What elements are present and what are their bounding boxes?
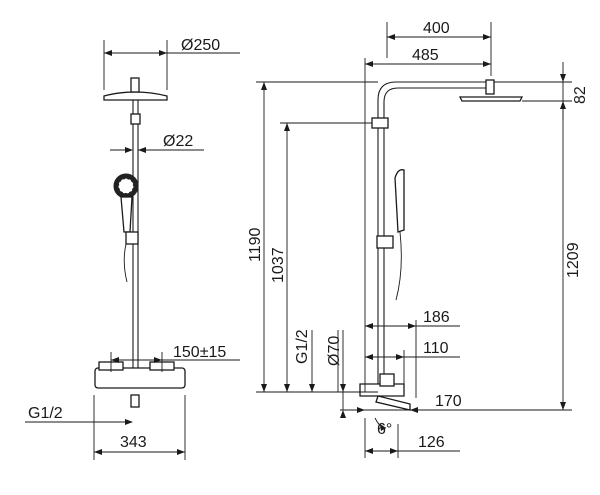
side-wall-diameter-label: Ø70 — [326, 336, 343, 366]
side-projection-110-label: 110 — [423, 340, 449, 357]
side-shower-head — [458, 96, 524, 102]
side-hose — [395, 231, 402, 301]
side-knob — [379, 373, 395, 387]
front-pipe-diameter-label: Ø22 — [163, 133, 193, 150]
side-total-height-label: 1190 — [247, 227, 264, 262]
side-angle-label: 6° — [377, 421, 392, 438]
side-view: 400 485 82 1190 1037 1209 — [247, 20, 589, 458]
front-thermostat-bar — [94, 367, 186, 389]
side-slider — [376, 235, 394, 249]
side-thread-label: G1/2 — [294, 329, 311, 364]
side-riser-inner — [383, 87, 492, 392]
side-riser-outer — [377, 81, 492, 392]
side-arm-400-label: 400 — [423, 20, 450, 37]
front-overall-width-label: 343 — [120, 434, 147, 451]
side-wall-bracket — [371, 117, 389, 129]
side-spout — [375, 395, 411, 411]
front-mount-spacing-label: 150±15 — [173, 344, 226, 361]
front-inlet-thread-label: G1/2 — [28, 405, 63, 422]
front-head-diameter-label: Ø250 — [181, 37, 220, 54]
front-spout — [130, 394, 140, 408]
side-arm-485-label: 485 — [412, 47, 439, 64]
side-head-drop-height-label: 1209 — [565, 242, 582, 278]
front-view: Ø250 Ø22 150±15 G1/2 343 — [25, 37, 240, 460]
front-head-connector — [130, 77, 140, 93]
front-slider — [125, 231, 139, 245]
side-hand-shower — [394, 169, 405, 233]
side-projection-186-label: 186 — [423, 309, 450, 326]
front-pipe-clamp — [130, 113, 141, 125]
front-hose — [123, 243, 128, 283]
front-hand-shower-handle — [120, 196, 133, 233]
side-head-connector — [485, 79, 495, 95]
side-projection-170-label: 170 — [435, 393, 462, 410]
side-projection-126-label: 126 — [418, 434, 445, 451]
front-shower-head — [103, 91, 168, 101]
side-head-height-label: 82 — [572, 86, 589, 104]
side-outlet-height-label: 1037 — [270, 247, 287, 283]
